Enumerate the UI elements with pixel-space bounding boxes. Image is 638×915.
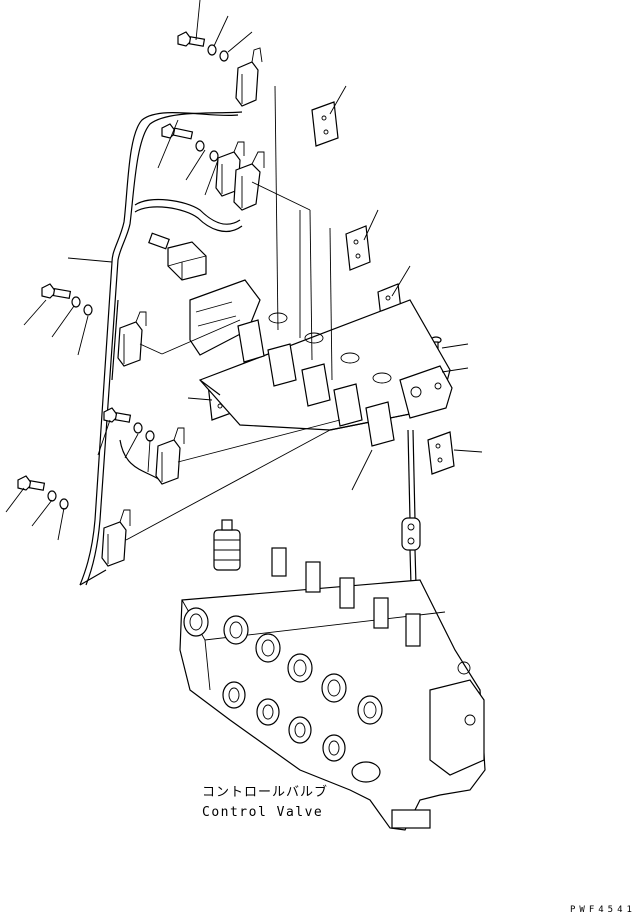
switch-bottom: [101, 509, 131, 567]
switch-lower: [155, 427, 185, 485]
bolt-mid: [41, 283, 93, 316]
bolt-upper: [161, 123, 219, 162]
leader-lines: [5, 0, 483, 541]
caption-japanese: コントロールバルブ: [202, 784, 328, 800]
mounting-bracket: [189, 279, 453, 447]
control-valve: [179, 519, 486, 831]
valve-ports-top: [183, 607, 383, 725]
drawing-id: PWF4541: [570, 905, 636, 915]
switch-mid: [117, 311, 147, 367]
bolt-top: [177, 31, 229, 62]
caption-english: Control Valve: [202, 805, 323, 820]
wire-harness: [79, 111, 243, 586]
bolt-bottom: [17, 475, 69, 510]
valve-spools: [213, 519, 421, 647]
switch-upper-pair: [215, 141, 265, 211]
connector: [148, 232, 207, 281]
valve-end-cap: [429, 661, 485, 776]
switch-top: [235, 47, 263, 107]
valve-ports-bottom: [222, 681, 346, 762]
bolt-lower: [103, 407, 155, 442]
